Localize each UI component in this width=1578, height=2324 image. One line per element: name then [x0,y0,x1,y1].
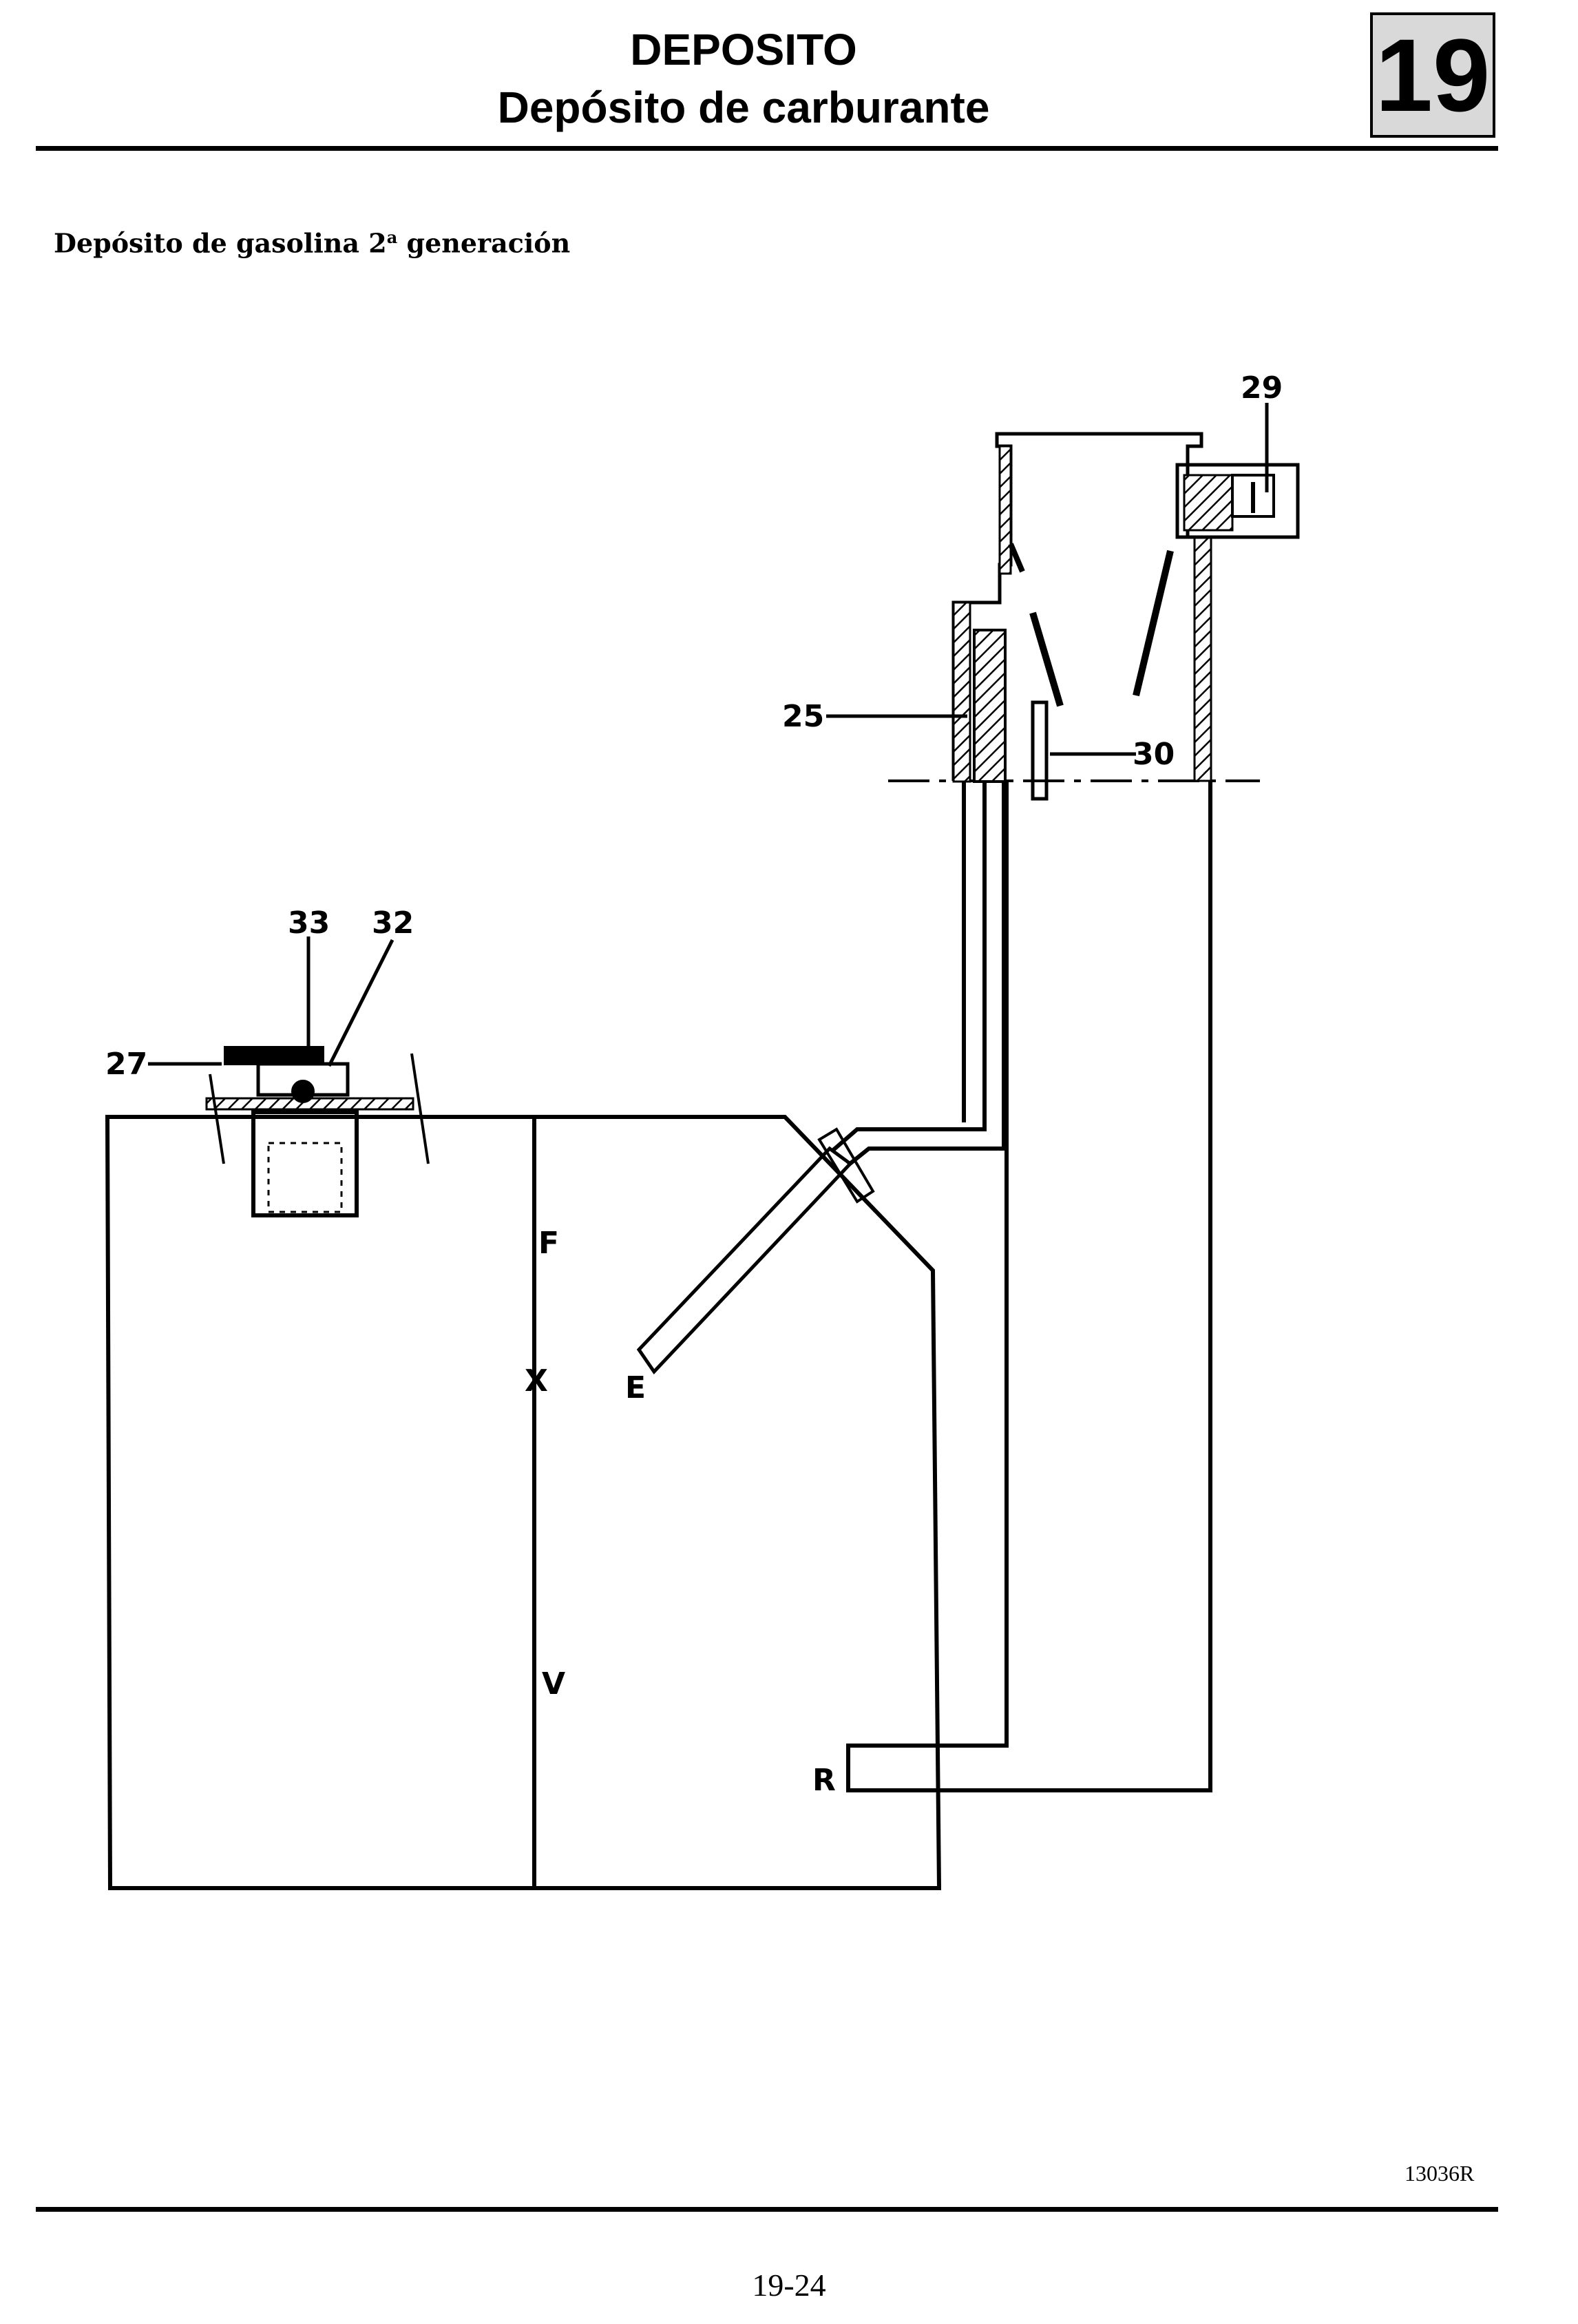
section-title-text: Depósito de gasolina 2 [54,227,387,259]
filler-collar [817,1127,875,1204]
callout-25: 25 [782,699,824,734]
valve-29-core [1231,474,1275,518]
gauge-tick-left [209,1074,225,1164]
header-rule [36,146,1498,151]
vent-pipe-outer [830,782,987,1153]
cone-left [1008,543,1025,573]
flap-valve-body [1031,700,1049,801]
section-title: Depósito de gasolina 2a generación [54,227,570,259]
neck-right-wall [1193,536,1212,782]
gauge-canister [251,1110,359,1217]
label-v: V [542,1666,565,1702]
valve-29-housing [1175,463,1300,539]
callout-29: 29 [1241,370,1283,406]
label-e: E [625,1370,646,1405]
section-title-suffix: generación [397,227,571,259]
label-x: X [525,1363,548,1399]
vent-line-2 [846,782,1212,1792]
neck-top-left [998,445,1012,575]
label-f: F [538,1226,559,1261]
callout-27: 27 [105,1047,147,1082]
callout-33: 33 [288,905,330,941]
neck-left-wall [952,601,971,783]
callout-32: 32 [372,905,414,941]
label-r: R [812,1763,836,1798]
gauge-ball [291,1080,315,1103]
filler-stub [636,1146,853,1374]
page-number: 19-24 [752,2268,826,2303]
header-title-line1: DEPOSITO [630,25,857,74]
footer-rule [36,2207,1498,2212]
flap-valve [1029,611,1064,707]
gauge-canister-inner [267,1142,343,1213]
leader-32 [327,939,394,1067]
page-header: DEPOSITO Depósito de carburante [0,21,1487,136]
section-title-superscript: a [386,227,398,247]
tank-outline [105,1115,942,1890]
vent-chamber [973,629,1007,783]
gauge-tick-right [410,1053,430,1164]
figure-reference: 13036R [1405,2161,1475,2186]
header-title-line2: Depósito de carburante [497,83,990,132]
valve-29-body [1183,474,1234,532]
cone-right [1133,549,1174,697]
callout-30: 30 [1133,737,1175,772]
vent-pipe-inner [847,782,1006,1167]
chapter-number-badge: 19 [1370,12,1495,138]
